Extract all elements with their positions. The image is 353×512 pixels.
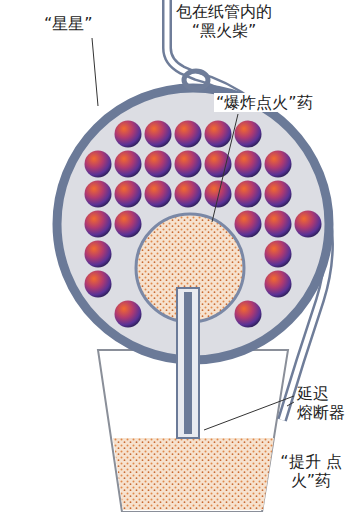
match-knot	[184, 71, 208, 89]
delay-fuse-core	[184, 292, 192, 434]
star-pellet	[115, 301, 142, 328]
star-pellet	[265, 181, 292, 208]
star-pellet	[145, 121, 172, 148]
black-match-label: 包在纸管内的 “黑火柴”	[172, 2, 276, 40]
leader-line	[92, 38, 98, 106]
leader-line	[204, 396, 294, 430]
star-pellet	[115, 211, 142, 238]
star-pellet	[235, 301, 262, 328]
star-pellet	[295, 211, 322, 238]
star-pellet	[85, 151, 112, 178]
star-pellet	[265, 271, 292, 298]
star-pellet	[265, 151, 292, 178]
lift-charge-label: “提升 点火”药	[276, 452, 346, 490]
star-pellet	[115, 181, 142, 208]
star-pellet	[175, 181, 202, 208]
star-pellet	[175, 151, 202, 178]
star-pellet	[265, 211, 292, 238]
star-pellet	[85, 271, 112, 298]
burst-charge-label: “爆炸点火”药	[214, 93, 315, 112]
delay-fuse-tube	[177, 288, 199, 438]
star-pellet	[205, 181, 232, 208]
star-pellet	[85, 241, 112, 268]
star-pellet	[115, 121, 142, 148]
star-pellet	[145, 181, 172, 208]
star-pellet	[235, 181, 262, 208]
star-pellet	[175, 121, 202, 148]
stars-label: “星星”	[44, 14, 93, 33]
leader-line	[287, 402, 294, 406]
star-pellet	[235, 151, 262, 178]
stars-group	[85, 121, 322, 328]
star-pellet	[205, 121, 232, 148]
delay-fuse-label: 延迟 熔断器	[297, 384, 349, 422]
star-pellet	[85, 211, 112, 238]
leader-line	[212, 114, 238, 222]
star-pellet	[265, 241, 292, 268]
star-pellet	[85, 181, 112, 208]
star-pellet	[145, 151, 172, 178]
lift-charge-powder	[113, 438, 274, 510]
star-pellet	[205, 151, 232, 178]
star-pellet	[235, 121, 262, 148]
star-pellet	[235, 211, 262, 238]
star-pellet	[115, 151, 142, 178]
